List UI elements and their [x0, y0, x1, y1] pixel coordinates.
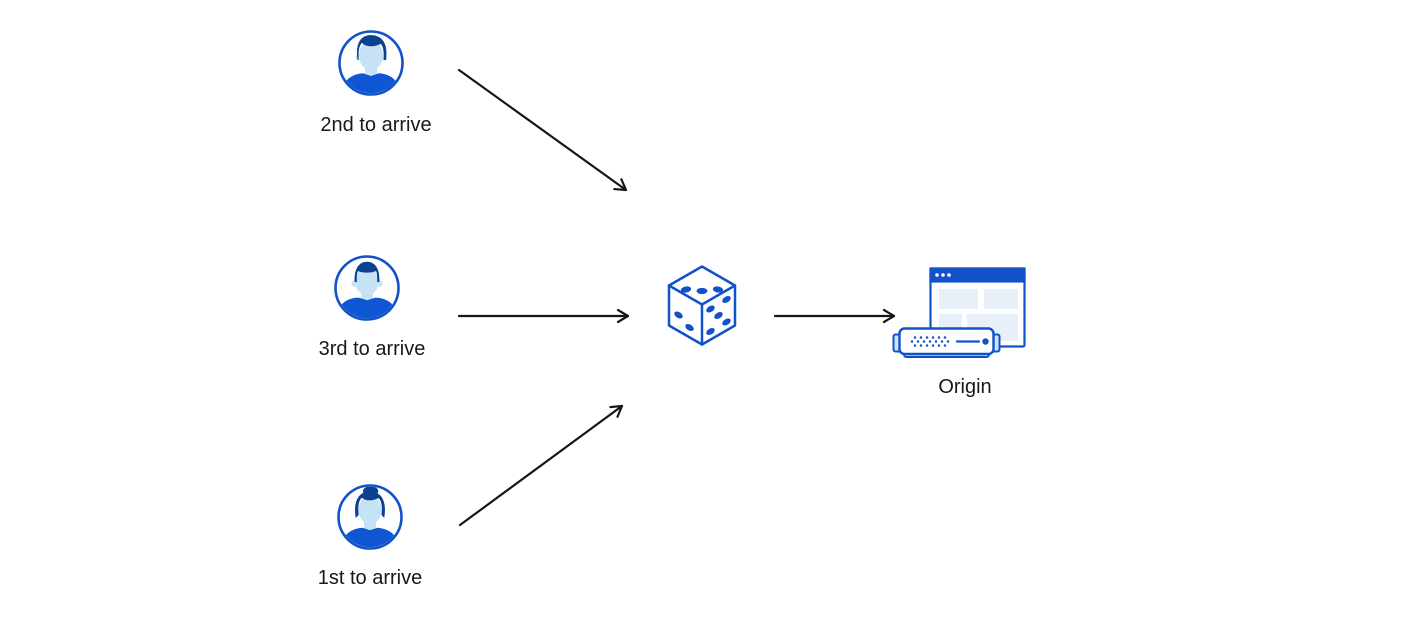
randomizer-node [666, 264, 738, 353]
server-vent-dots [910, 336, 950, 347]
origin-label: Origin [938, 376, 992, 398]
browser-window [929, 267, 1026, 348]
female-avatar-icon [337, 484, 403, 550]
male-avatar-icon [334, 255, 400, 321]
arrow-visitor-bottom-to-dice [458, 404, 624, 527]
arrow-visitor-top-to-dice [457, 68, 628, 192]
dice-pips [674, 286, 731, 336]
visitor-top-label: 2nd to arrive [320, 114, 432, 136]
window-dots-icon [935, 273, 951, 277]
visitor-top-node [338, 30, 404, 101]
origin-server-icon [892, 267, 1026, 358]
server-appliance [892, 327, 1001, 358]
visitor-bottom-label: 1st to arrive [317, 567, 423, 589]
origin-node [891, 264, 1029, 369]
visitor-middle-node [334, 255, 400, 326]
server-indicator-dot [982, 338, 989, 345]
male-avatar-icon [338, 30, 404, 96]
visitor-middle-label: 3rd to arrive [318, 338, 426, 360]
dice-icon [667, 265, 737, 346]
visitor-bottom-node [337, 484, 403, 555]
